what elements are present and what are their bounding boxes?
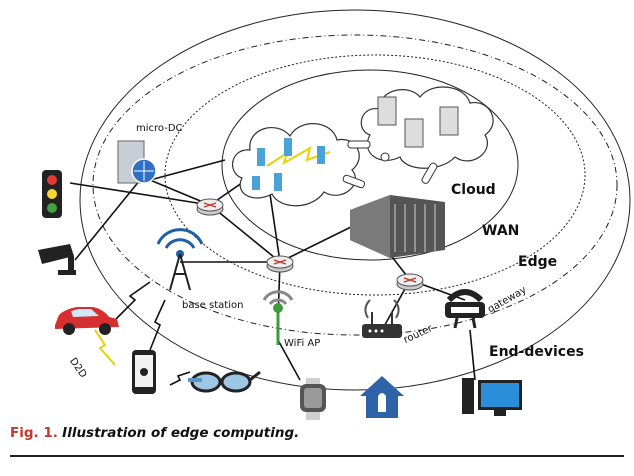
edge-zone-ring bbox=[92, 34, 618, 336]
home-router-icon bbox=[362, 299, 402, 338]
desktop-computer-icon bbox=[462, 378, 522, 416]
traffic-light-icon bbox=[42, 170, 62, 218]
figure-caption-text: Illustration of edge computing. bbox=[62, 425, 300, 441]
security-camera-icon bbox=[38, 244, 76, 275]
smart-glasses-icon bbox=[188, 370, 261, 393]
car-icon bbox=[55, 307, 119, 335]
smartphone-icon bbox=[132, 350, 156, 394]
edge-computing-diagram bbox=[38, 9, 631, 420]
cloud-bubble bbox=[232, 123, 360, 207]
smart-home-icon bbox=[360, 376, 404, 418]
wireless-links bbox=[114, 281, 191, 386]
cloud-zone-label: Cloud bbox=[451, 182, 496, 198]
gateway-icon bbox=[445, 289, 485, 329]
figure-caption: Fig. 1. Illustration of edge computing. bbox=[10, 425, 299, 441]
d2d-link bbox=[94, 329, 116, 366]
edge-router-1 bbox=[196, 198, 224, 216]
edge-router-3 bbox=[396, 273, 424, 291]
wifi-ap-label: WiFi AP bbox=[284, 338, 321, 349]
base-station-label: base station bbox=[182, 300, 244, 311]
base-station-tower-icon bbox=[156, 228, 204, 291]
micro-dc-label: micro-DC bbox=[136, 123, 183, 134]
smartwatch-icon bbox=[300, 378, 326, 420]
remote-cloud bbox=[360, 86, 494, 169]
cloud-data-center bbox=[350, 195, 445, 258]
wan-zone-label: WAN bbox=[482, 223, 520, 239]
wan-zone-ring bbox=[164, 54, 586, 296]
wifi-ap-icon bbox=[262, 290, 294, 345]
link-connectors bbox=[342, 140, 438, 189]
figure-number: Fig. 1. bbox=[10, 425, 58, 441]
end-devices-zone-label: End-devices bbox=[489, 344, 584, 360]
end-devices-zone-ring bbox=[79, 9, 631, 391]
caption-rule bbox=[10, 455, 624, 457]
cloud-zone-ring bbox=[221, 69, 519, 261]
micro-dc-server bbox=[117, 140, 157, 184]
edge-zone-label: Edge bbox=[518, 254, 558, 270]
edge-router-2 bbox=[266, 255, 294, 273]
